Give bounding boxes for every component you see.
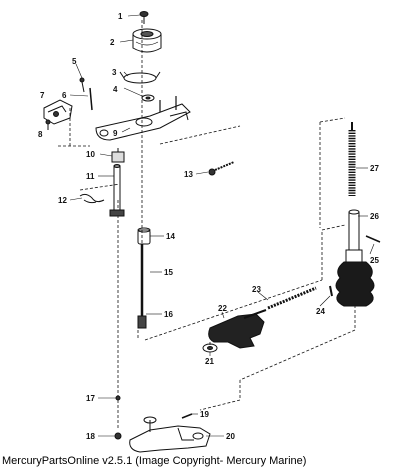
label-part-25[interactable]: 25 (370, 256, 379, 265)
part-pin-19 (181, 413, 193, 419)
label-part-2[interactable]: 2 (110, 38, 115, 47)
part-coupling-14 (137, 227, 151, 245)
label-part-9[interactable]: 9 (113, 129, 118, 138)
label-part-17[interactable]: 17 (86, 394, 95, 403)
label-part-26[interactable]: 26 (370, 212, 379, 221)
part-clip-17 (115, 395, 121, 401)
part-tube-26 (345, 209, 363, 263)
part-pin-6 (89, 87, 93, 111)
part-clip-3 (119, 71, 161, 84)
label-part-23[interactable]: 23 (252, 285, 261, 294)
label-part-5[interactable]: 5 (72, 57, 77, 66)
part-handle-22 (208, 309, 267, 349)
label-part-4[interactable]: 4 (113, 85, 118, 94)
label-part-14[interactable]: 14 (166, 232, 175, 241)
part-shaft-11 (109, 164, 125, 217)
part-hub-2 (132, 28, 162, 53)
part-bolt-13 (208, 161, 235, 176)
label-part-10[interactable]: 10 (86, 150, 95, 159)
label-part-6[interactable]: 6 (62, 91, 67, 100)
label-part-19[interactable]: 19 (200, 410, 209, 419)
label-part-8[interactable]: 8 (38, 130, 43, 139)
label-part-3[interactable]: 3 (112, 68, 117, 77)
part-pin-24 (329, 285, 333, 297)
label-part-27[interactable]: 27 (370, 164, 379, 173)
routing-lines (58, 20, 356, 430)
part-cotter-pin-12 (79, 193, 105, 204)
label-part-16[interactable]: 16 (164, 310, 173, 319)
copyright-footer: MercuryPartsOnline v2.5.1 (Image Copyrig… (2, 455, 307, 467)
label-part-20[interactable]: 20 (226, 432, 235, 441)
part-pin-5 (79, 77, 85, 93)
label-part-12[interactable]: 12 (58, 196, 67, 205)
part-bellows-boot (335, 261, 375, 307)
part-nut-10 (111, 148, 125, 163)
part-bracket-7 (43, 99, 73, 125)
part-washer-4 (141, 94, 155, 102)
label-part-15[interactable]: 15 (164, 268, 173, 277)
label-part-13[interactable]: 13 (184, 170, 193, 179)
part-washer-21 (202, 343, 218, 353)
label-part-21[interactable]: 21 (205, 357, 214, 366)
label-part-18[interactable]: 18 (86, 432, 95, 441)
leader-lines (69, 14, 375, 437)
label-part-11[interactable]: 11 (86, 172, 95, 181)
label-part-24[interactable]: 24 (316, 307, 325, 316)
part-screw-1 (139, 11, 149, 24)
label-part-7[interactable]: 7 (40, 91, 45, 100)
label-part-22[interactable]: 22 (218, 304, 227, 313)
part-lever-arm-9 (95, 96, 191, 141)
label-part-1[interactable]: 1 (118, 12, 123, 21)
part-pin-25 (365, 235, 381, 243)
part-lever-20 (129, 416, 211, 453)
part-screw-8 (45, 119, 51, 130)
part-labels: 1 2 3 4 5 6 7 8 9 10 11 12 13 14 15 16 1… (38, 12, 379, 441)
part-washer-18 (114, 432, 122, 440)
part-spring-23 (267, 286, 317, 310)
part-rod-end-16 (137, 315, 147, 329)
